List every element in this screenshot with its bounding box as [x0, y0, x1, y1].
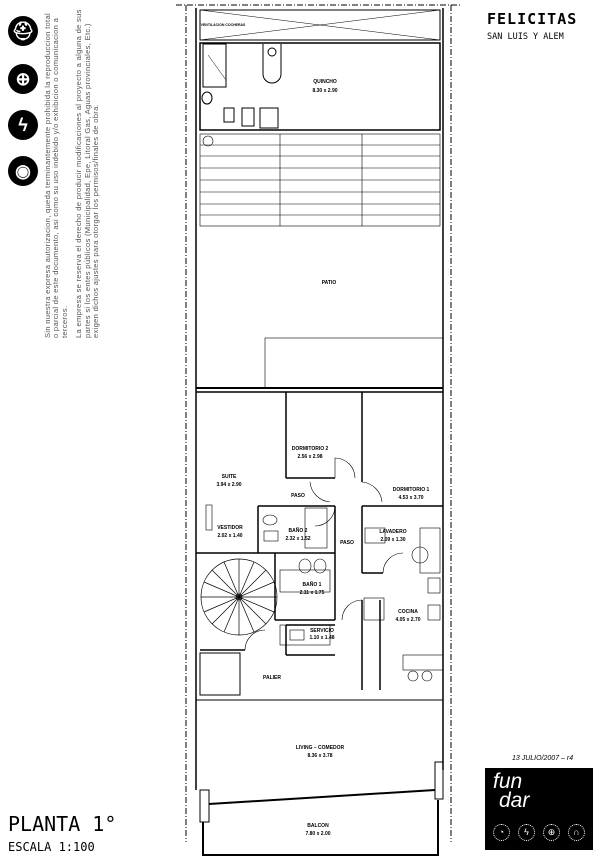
balcon-size: 7.80 x 2.00: [305, 831, 330, 837]
quincho-label: QUINCHO: [313, 79, 337, 85]
legal-notice: Sin nuestra expresa autorizacion, queda …: [43, 8, 106, 338]
balcony-railing: [202, 800, 439, 856]
legal-paragraph-1: Sin nuestra expresa autorizacion, queda …: [43, 13, 69, 338]
crosshair-icon: ⊕: [543, 824, 560, 841]
lavadero-size: 2.09 x 1.30: [380, 537, 405, 543]
lightning-icon: ϟ: [518, 824, 535, 841]
brand-logo: fun dar ◔ ϟ ⊕ ∩: [485, 768, 593, 850]
bano1-label: BAÑO 1: [303, 581, 322, 588]
plan-scale: ESCALA 1:100: [8, 840, 95, 854]
bano2-size: 2.32 x 1.52: [285, 536, 310, 542]
ventilation-label: VENTILACION COCHERAS: [201, 23, 246, 27]
living-label: LIVING – COMEDOR: [296, 745, 345, 751]
palier-label: PALIER: [263, 675, 281, 681]
legal-paragraph-2: La empresa se reserva el derecho de prod…: [74, 9, 101, 338]
eye-icon: ◉: [8, 156, 38, 186]
lavadero-label: LAVADERO: [379, 529, 406, 535]
dormitorio1-size: 4.53 x 3.70: [398, 495, 423, 501]
balcony-window: [208, 789, 436, 805]
bano1-size: 2.11 x 1.75: [300, 590, 325, 596]
quincho-size: 8.30 x 2.90: [312, 88, 337, 94]
brand-line-2: dar: [499, 789, 530, 812]
patio-steps: [199, 133, 441, 227]
project-title: FELICITAS: [487, 10, 578, 28]
servicio-label: SERVICIO: [310, 628, 334, 634]
paso1-label: PASO: [291, 493, 305, 499]
paso2-label: PASO: [340, 540, 354, 546]
elevator: [199, 652, 241, 696]
helmet-icon: ∩: [568, 824, 585, 841]
project-address: SAN LUIS Y ALEM: [487, 32, 564, 42]
suite-size: 3.94 x 2.90: [216, 482, 241, 488]
patio-label: PATIO: [322, 280, 337, 286]
dormitorio2-label: DORMITORIO 2: [292, 446, 329, 452]
doors: [244, 457, 404, 651]
dormitorio1-label: DORMITORIO 1: [393, 487, 430, 493]
servicio-size: 1.10 x 1.48: [309, 635, 334, 641]
spiral-staircase: [200, 558, 278, 636]
apartment-walls: [196, 391, 443, 701]
living-size: 8.36 x 3.78: [307, 753, 332, 759]
lightning-icon: ϟ: [8, 110, 38, 140]
brand-line-1: fun: [493, 770, 523, 793]
plan-title: PLANTA 1°: [8, 812, 117, 836]
patio-planter: [264, 337, 444, 389]
vestidor-size: 2.02 x 1.40: [217, 533, 242, 539]
bano2-label: BAÑO 2: [289, 527, 308, 534]
quincho-room: [199, 42, 441, 131]
suite-label: SUITE: [222, 474, 237, 480]
revision-date: 13 JULIO/2007 – r4: [512, 755, 574, 762]
fixtures: [205, 504, 444, 682]
balcon-label: BALCON: [307, 823, 329, 829]
cocina-label: COCINA: [398, 609, 418, 615]
crosshair-icon: ⊕: [8, 64, 38, 94]
dormitorio2-size: 2.56 x 2.98: [297, 454, 322, 460]
eye-icon: ◔: [493, 824, 510, 841]
helmet-icon: ⛑: [8, 16, 38, 46]
ventilation-box: [199, 9, 441, 41]
cocina-size: 4.05 x 2.70: [395, 617, 420, 623]
vestidor-label: VESTIDOR: [217, 525, 243, 531]
